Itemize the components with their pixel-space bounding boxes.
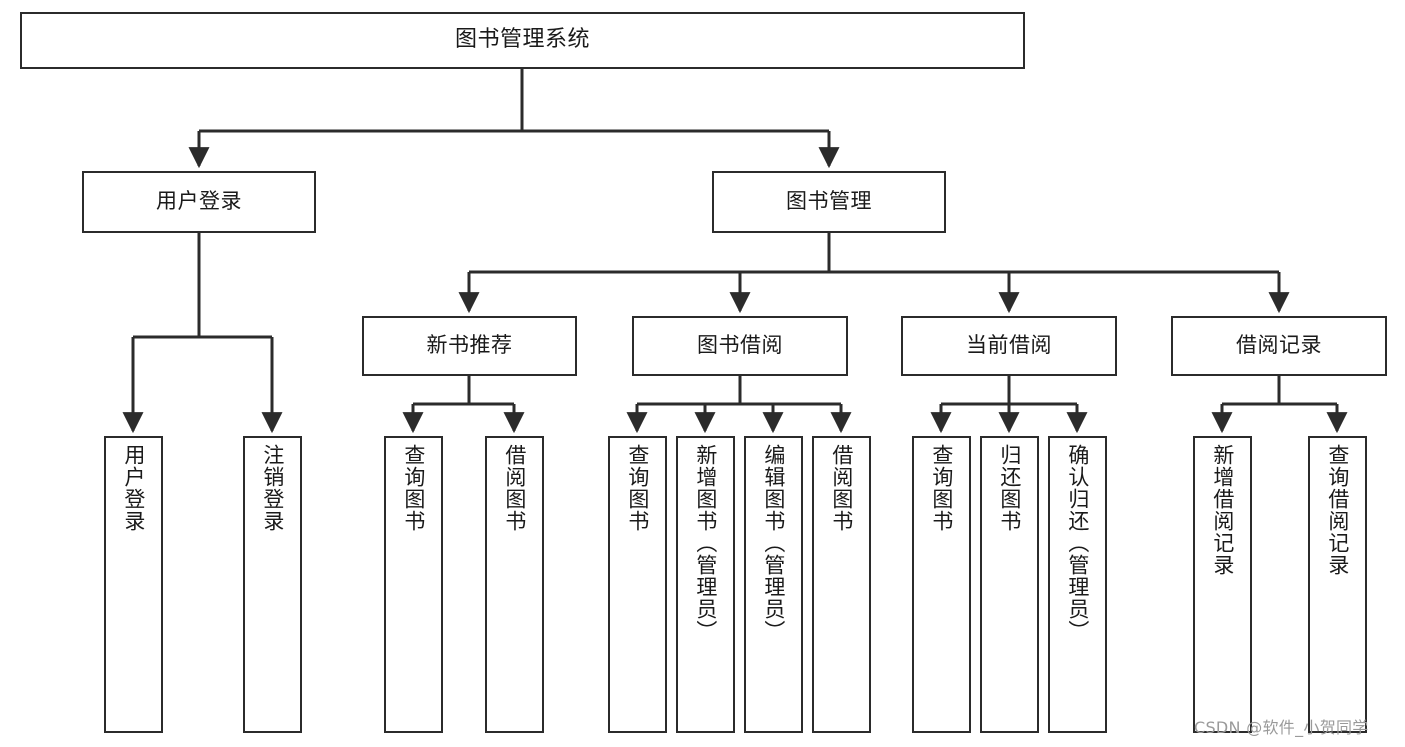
node-leaf-return-book-label: 归还图书 bbox=[997, 444, 1022, 532]
node-current-borrow-label: 当前借阅 bbox=[966, 333, 1052, 358]
node-leaf-query-book-2-label: 查询图书 bbox=[625, 444, 650, 532]
node-leaf-borrow-book-1[interactable]: 借阅图书 bbox=[485, 436, 544, 733]
node-leaf-query-book-3-label: 查询图书 bbox=[929, 444, 954, 532]
node-root-label: 图书管理系统 bbox=[454, 27, 590, 53]
node-leaf-confirm-return-admin-label: 确认归还（管理员） bbox=[1065, 444, 1090, 642]
node-leaf-query-record[interactable]: 查询借阅记录 bbox=[1308, 436, 1367, 733]
node-leaf-query-book-1-label: 查询图书 bbox=[401, 444, 426, 532]
node-borrow-record-label: 借阅记录 bbox=[1236, 333, 1322, 358]
node-leaf-return-book[interactable]: 归还图书 bbox=[980, 436, 1039, 733]
node-leaf-edit-book-admin[interactable]: 编辑图书（管理员） bbox=[744, 436, 803, 733]
node-leaf-add-record-label: 新增借阅记录 bbox=[1210, 444, 1235, 576]
node-book-borrow-label: 图书借阅 bbox=[697, 333, 783, 358]
node-borrow-record[interactable]: 借阅记录 bbox=[1171, 316, 1387, 376]
node-leaf-query-book-2[interactable]: 查询图书 bbox=[608, 436, 667, 733]
node-leaf-add-book-admin[interactable]: 新增图书（管理员） bbox=[676, 436, 735, 733]
node-leaf-borrow-book-1-label: 借阅图书 bbox=[502, 444, 527, 532]
node-leaf-add-record[interactable]: 新增借阅记录 bbox=[1193, 436, 1252, 733]
node-leaf-borrow-book-2-label: 借阅图书 bbox=[829, 444, 854, 532]
node-user-login[interactable]: 用户登录 bbox=[82, 171, 316, 233]
node-leaf-add-book-admin-label: 新增图书（管理员） bbox=[693, 444, 718, 642]
node-book-borrow[interactable]: 图书借阅 bbox=[632, 316, 848, 376]
node-new-book-rec[interactable]: 新书推荐 bbox=[362, 316, 577, 376]
node-leaf-query-book-3[interactable]: 查询图书 bbox=[912, 436, 971, 733]
node-leaf-logout-label: 注销登录 bbox=[260, 444, 285, 532]
node-current-borrow[interactable]: 当前借阅 bbox=[901, 316, 1117, 376]
node-new-book-rec-label: 新书推荐 bbox=[426, 333, 513, 358]
node-book-manage-label: 图书管理 bbox=[786, 189, 872, 214]
node-leaf-query-record-label: 查询借阅记录 bbox=[1325, 444, 1350, 576]
node-book-manage[interactable]: 图书管理 bbox=[712, 171, 946, 233]
node-leaf-logout[interactable]: 注销登录 bbox=[243, 436, 302, 733]
node-leaf-query-book-1[interactable]: 查询图书 bbox=[384, 436, 443, 733]
watermark: CSDN @软件_小贺同学 bbox=[1194, 718, 1369, 737]
node-leaf-user-login[interactable]: 用户登录 bbox=[104, 436, 163, 733]
node-user-login-label: 用户登录 bbox=[156, 189, 242, 214]
node-leaf-user-login-label: 用户登录 bbox=[121, 444, 146, 532]
node-leaf-edit-book-admin-label: 编辑图书（管理员） bbox=[761, 444, 786, 642]
node-leaf-borrow-book-2[interactable]: 借阅图书 bbox=[812, 436, 871, 733]
node-root[interactable]: 图书管理系统 bbox=[20, 12, 1025, 69]
node-leaf-confirm-return-admin[interactable]: 确认归还（管理员） bbox=[1048, 436, 1107, 733]
